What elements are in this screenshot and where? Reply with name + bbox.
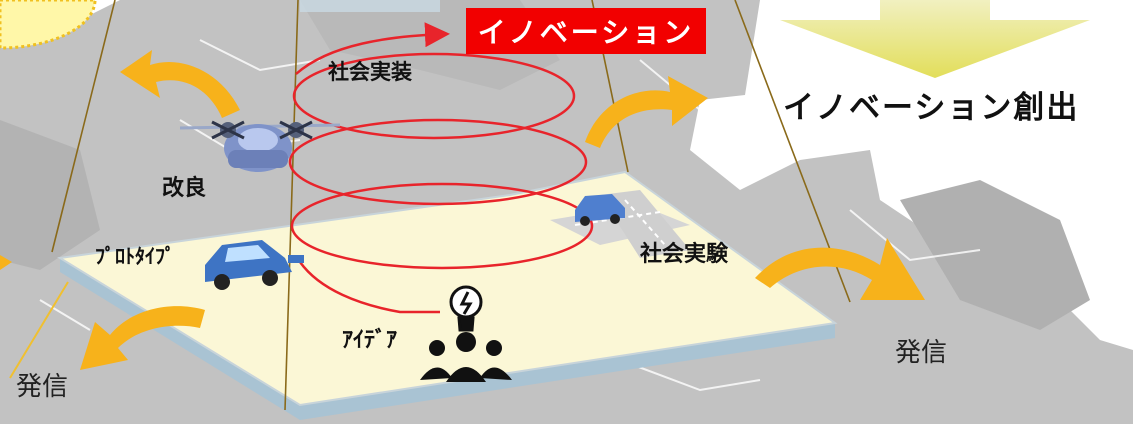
people-icon (420, 332, 512, 382)
arrow-improvement-up (120, 50, 240, 118)
top-arrow-icon (780, 0, 1090, 78)
label-social-implementation: 社会実装 (328, 60, 412, 84)
label-transmit-left: 発信 (16, 372, 69, 402)
car-icon (205, 240, 304, 290)
label-innovation-creation: イノベーション創出 (783, 90, 1080, 126)
car-on-road-icon (575, 194, 625, 226)
lightbulb-icon (449, 285, 483, 332)
arrow-right-out (755, 238, 925, 300)
sun-decoration (0, 0, 97, 50)
leader-line (9, 281, 69, 379)
platform-side (60, 258, 835, 420)
innovation-tag: イノベーション (466, 8, 706, 54)
label-prototype: ﾌﾟﾛﾄﾀｲﾌﾟ (95, 244, 175, 268)
label-transmit-right: 発信 (895, 338, 948, 368)
label-social-experiment: 社会実験 (640, 242, 729, 267)
arrow-left-out (80, 306, 205, 370)
arrow-far-left (0, 255, 12, 270)
label-idea: ｱｲﾃﾞｱ (342, 328, 398, 353)
orange-arrows (0, 50, 925, 370)
arrow-implementation-right (585, 76, 708, 148)
red-spiral (288, 22, 594, 314)
label-improvement: 改良 (162, 176, 207, 201)
upper-plane-strip (300, 0, 440, 12)
flying-car-icon (179, 120, 341, 172)
map-region-right (900, 180, 1090, 330)
